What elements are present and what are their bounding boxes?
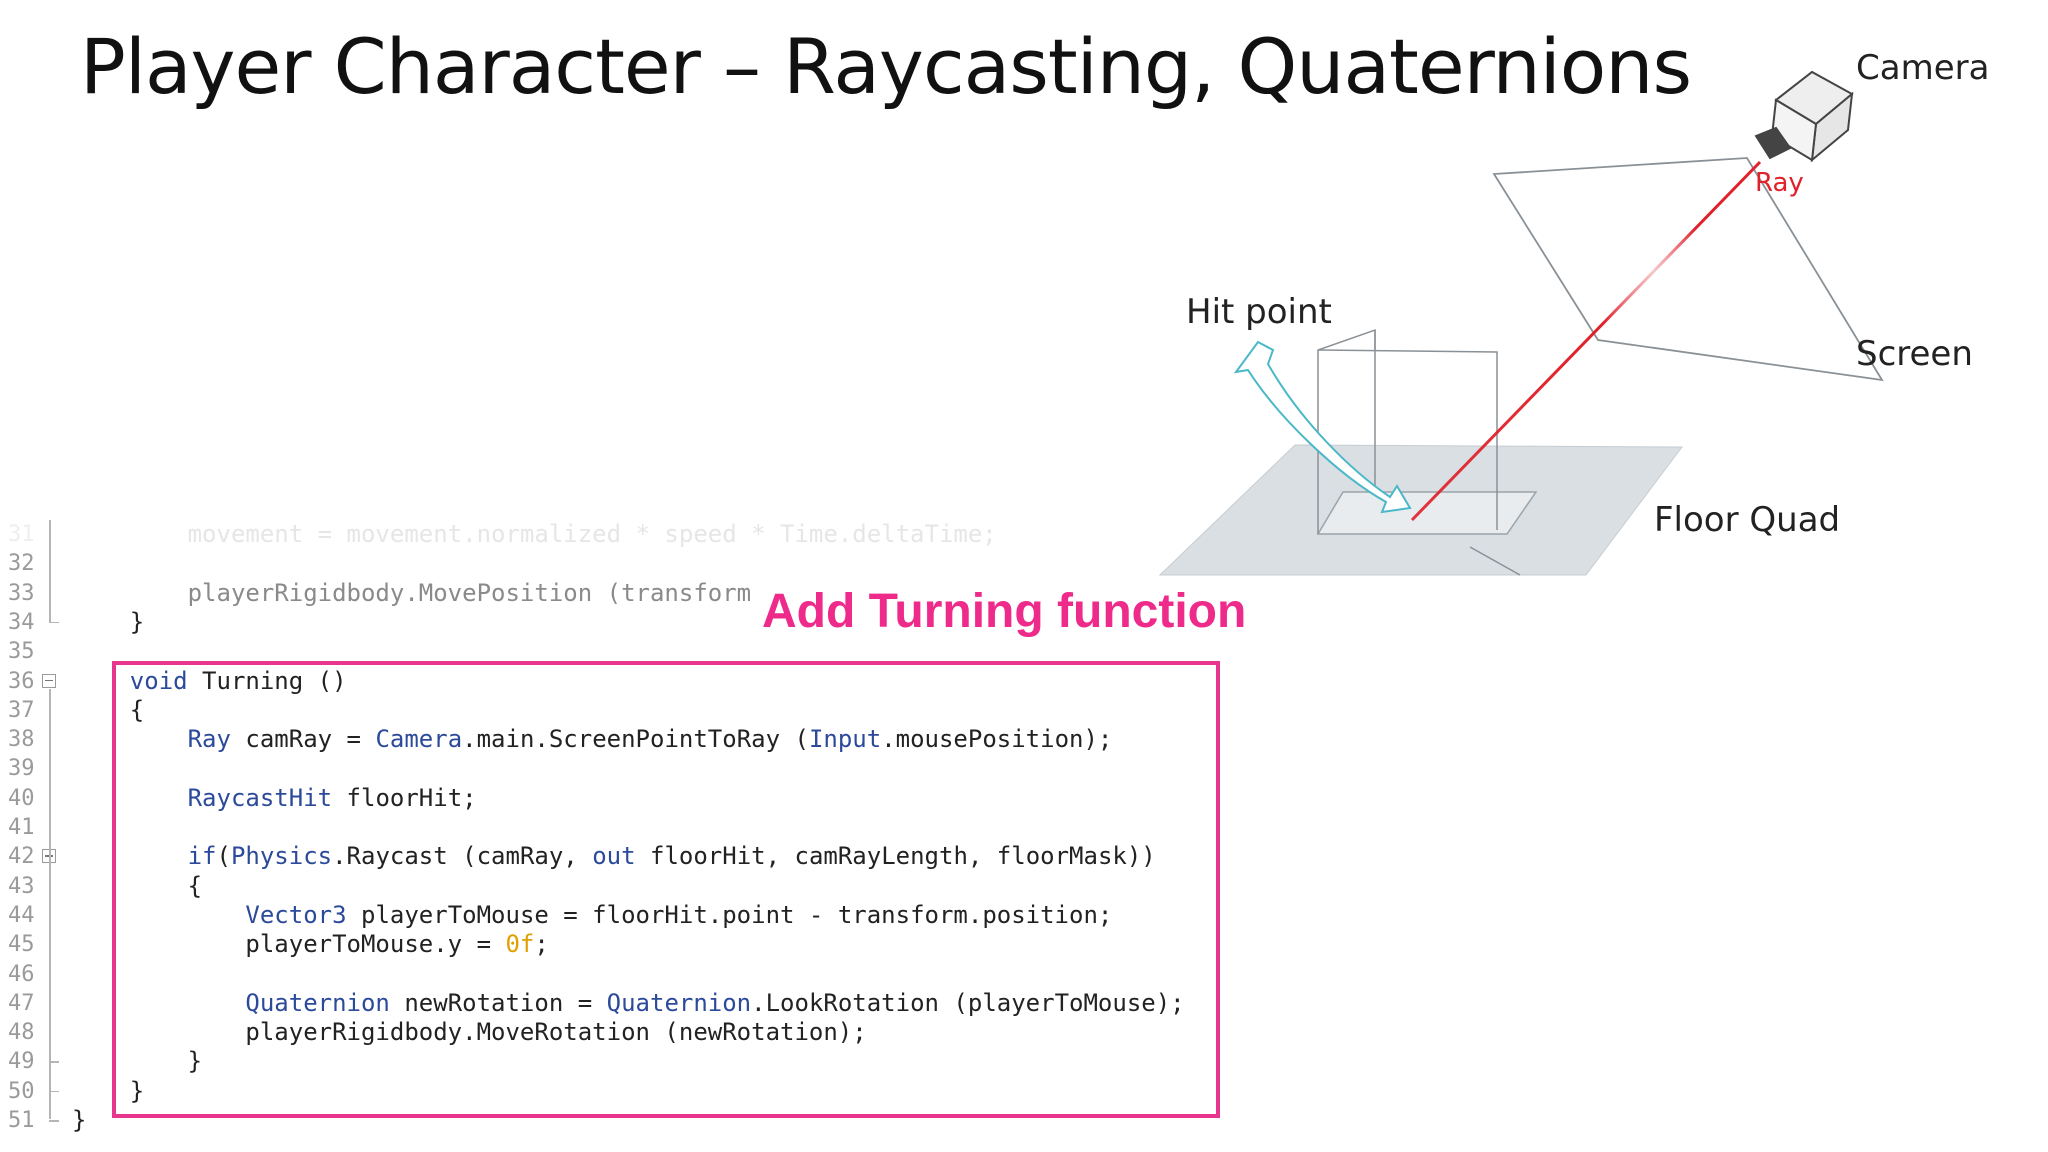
line-number: 43 [8, 873, 35, 899]
code-text: } [72, 1047, 203, 1076]
callout-add-turning: Add Turning function [762, 585, 1247, 638]
code-text: } [72, 607, 145, 636]
screen-label: Screen [1856, 334, 1973, 374]
fold-guide-tick [49, 621, 59, 624]
slide-title: Player Character – Raycasting, Quaternio… [80, 22, 1692, 111]
code-text: { [72, 695, 145, 724]
hit-point-arrow [1233, 340, 1412, 514]
line-number: 38 [8, 727, 35, 753]
code-text: Vector3 playerToMouse = floorHit.point -… [245, 900, 1113, 929]
line-number: 47 [8, 990, 35, 1016]
code-line-35: 35 [0, 637, 1220, 666]
code-line-31: 31 movement = movement.normalized * spee… [0, 520, 1220, 549]
ray-line [1410, 160, 1762, 522]
code-text: } [72, 1076, 145, 1105]
fold-guide [49, 688, 51, 1114]
code-line-37: 37 { [0, 696, 1220, 725]
code-text: playerRigidbody.MovePosition (transform [72, 578, 752, 607]
code-line-48: 48 playerRigidbody.MoveRotation (newRota… [0, 1018, 1220, 1047]
code-line-50: 50 } [0, 1077, 1220, 1106]
code-line-36: 36 void Turning () [0, 667, 1220, 696]
code-text: void Turning () [129, 666, 347, 695]
code-line-39: 39 [0, 754, 1220, 783]
line-number: 32 [8, 551, 35, 577]
line-number: 48 [8, 1020, 35, 1046]
code-text: playerRigidbody.MoveRotation (newRotatio… [72, 1018, 867, 1047]
line-number: 42 [8, 844, 35, 870]
floor-quad-label: Floor Quad [1654, 500, 1841, 540]
code-line-34: 34 } [0, 608, 1220, 637]
code-line-40: 40 RaycastHit floorHit; [0, 784, 1220, 813]
line-number: 33 [8, 580, 35, 606]
hit-point-label: Hit point [1186, 292, 1332, 332]
code-line-44: 44 Vector3 playerToMouse = floorHit.poin… [0, 901, 1220, 930]
code-line-49: 49 } [0, 1047, 1220, 1076]
fold-guide [49, 520, 51, 622]
code-text: if(Physics.Raycast (camRay, out floorHit… [187, 842, 1156, 871]
line-number: 51 [8, 1108, 35, 1133]
code-line-46: 46 [0, 960, 1220, 989]
code-text: Quaternion newRotation = Quaternion.Look… [245, 988, 1185, 1017]
code-line-47: 47 Quaternion newRotation = Quaternion.L… [0, 989, 1220, 1018]
code-text: RaycastHit floorHit; [187, 783, 477, 812]
fold-guide-end [49, 1120, 59, 1122]
line-number: 36 [8, 668, 35, 694]
fold-guide-tick [49, 1090, 59, 1093]
code-line-38: 38 Ray camRay = Camera.main.ScreenPointT… [0, 725, 1220, 754]
code-text: playerToMouse.y = 0f; [72, 930, 549, 959]
line-number: 31 [8, 522, 35, 547]
code-line-42: 42 if(Physics.Raycast (camRay, out floor… [0, 842, 1220, 871]
line-number: 39 [8, 756, 35, 782]
code-line-32: 32 [0, 549, 1220, 578]
code-editor: 31 movement = movement.normalized * spee… [0, 520, 1240, 1152]
line-number: 41 [8, 815, 35, 840]
code-text: movement = movement.normalized * speed *… [72, 520, 997, 548]
line-number: 35 [8, 639, 35, 665]
code-text: Ray camRay = Camera.main.ScreenPointToRa… [187, 725, 1113, 754]
code-text: { [72, 871, 203, 900]
code-line-41: 41 [0, 813, 1220, 842]
line-number: 40 [8, 785, 35, 811]
camera-label: Camera [1856, 48, 1990, 88]
line-number: 50 [8, 1078, 35, 1104]
code-line-51: 51} [0, 1106, 1220, 1135]
line-number: 44 [8, 902, 35, 928]
line-number: 46 [8, 961, 35, 987]
turning-function-highlight [112, 661, 1220, 1118]
line-number: 34 [8, 609, 35, 635]
fold-guide-tick [49, 1061, 59, 1063]
line-number: 37 [8, 697, 35, 723]
line-number: 45 [8, 932, 35, 958]
code-line-33: 33 playerRigidbody.MovePosition (transfo… [0, 579, 1220, 608]
code-line-45: 45 playerToMouse.y = 0f; [0, 930, 1220, 959]
code-text: } [72, 1106, 87, 1134]
screen-plane-shape [1492, 157, 1884, 382]
ray-label: Ray [1755, 168, 1804, 198]
fold-guide [49, 1091, 51, 1120]
fold-toggle-icon[interactable] [42, 673, 56, 688]
line-number: 49 [8, 1049, 35, 1075]
camera-shape [1754, 70, 1854, 163]
hit-region-shape [1316, 491, 1538, 535]
code-line-43: 43 { [0, 872, 1220, 901]
